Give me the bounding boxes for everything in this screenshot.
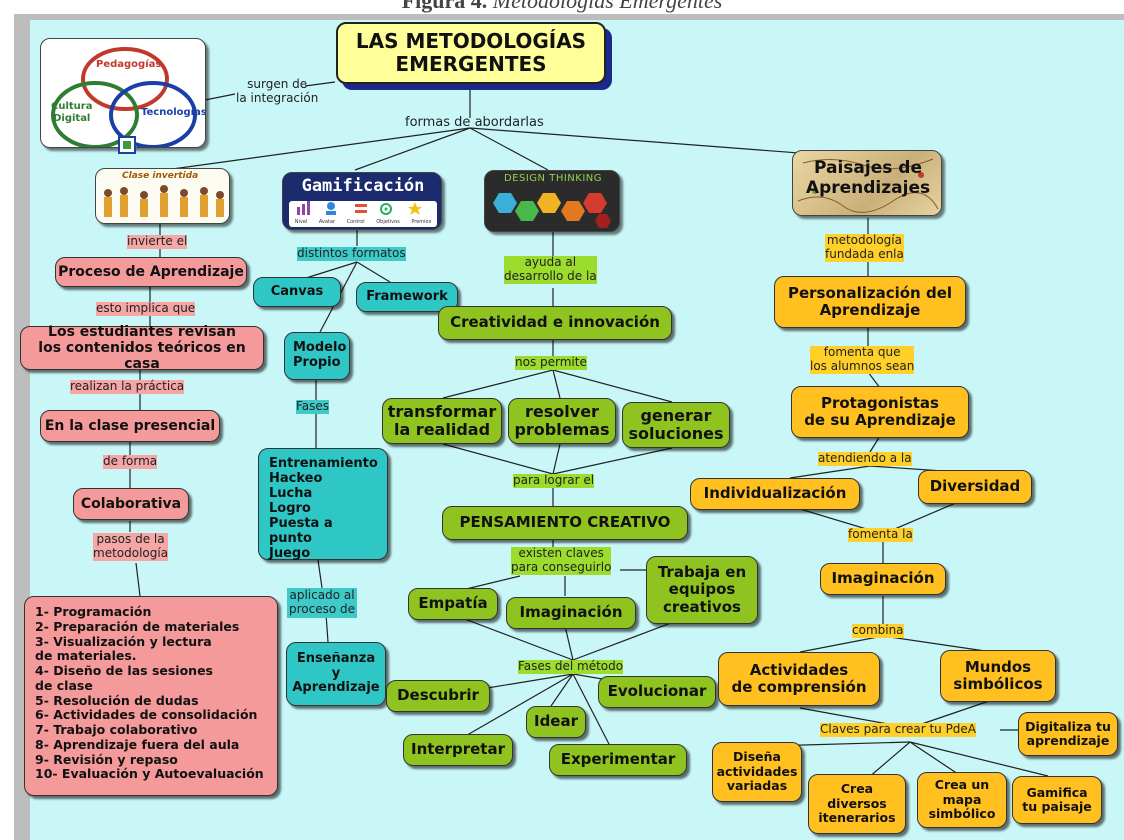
design-node-creatividad[interactable]: Creatividad e innovación [438, 306, 672, 340]
design-thinking-banner: DESIGN THINKING [484, 170, 620, 232]
paisajes-node-individualizacion[interactable]: Individualización [690, 478, 860, 510]
gamification-icons [297, 201, 422, 215]
gamification-label-1: distintos formatos [297, 246, 406, 261]
design-node-trabaja[interactable]: Trabaja en equipos creativos [646, 556, 758, 624]
design-label-4: existen claves para conseguirlo [511, 546, 612, 575]
venn-label-cultura: Cultura Digital [51, 101, 93, 124]
flipped-node-estudiantes[interactable]: Los estudiantes revisan los contenidos t… [20, 324, 264, 372]
flipped-node-clase-presencial[interactable]: En la clase presencial [40, 410, 220, 442]
venn-label-tecnologias: Tecnologías [141, 107, 206, 118]
gamification-title: Gamificación [301, 176, 425, 196]
flipped-image-title: Clase invertida [122, 171, 199, 181]
design-node-descubrir[interactable]: Descubrir [386, 680, 490, 712]
venn-diagram-image: Pedagogías Cultura Digital Tecnologías [40, 38, 206, 148]
design-label-5: Fases del método [518, 659, 624, 674]
design-node-pensamiento[interactable]: PENSAMIENTO CREATIVO [442, 506, 688, 540]
venn-circles [51, 47, 197, 147]
branch-label: formas de abordarlas [405, 115, 544, 130]
flipped-label-1: invierte el [127, 234, 188, 249]
people-illustration [104, 185, 224, 217]
root-node[interactable]: LAS METODOLOGÍAS EMERGENTES [336, 22, 606, 84]
gamification-icon-label-3: Control [346, 219, 365, 225]
design-node-resolver[interactable]: resolver problemas [508, 398, 616, 444]
gamification-icon-label-1: Nivel [294, 219, 308, 225]
gamification-label-fases: Fases [296, 399, 330, 414]
design-node-interpretar[interactable]: Interpretar [403, 734, 513, 766]
gamification-banner: Gamificación Nivel Avatar Control Objetivos… [282, 172, 442, 230]
design-thinking-title: DESIGN THINKING [503, 173, 603, 184]
design-node-empatia[interactable]: Empatía [408, 588, 498, 620]
gamification-node-ensenanza[interactable]: Enseñanza y Aprendizaje [286, 642, 386, 706]
flipped-node-proceso[interactable]: Proceso de Aprendizaje [55, 257, 247, 287]
paisajes-label-4: fomenta la [848, 527, 913, 542]
venn-link-label: surgen de la integración [236, 77, 319, 105]
paisajes-node-mundos[interactable]: Mundos simbólicos [940, 650, 1056, 702]
design-node-evolucionar[interactable]: Evolucionar [598, 676, 716, 708]
paisajes-label-3: atendiendo a la [818, 451, 912, 466]
design-node-imaginacion[interactable]: Imaginación [506, 597, 636, 629]
gamification-node-phases[interactable]: Entrenamiento Hackeo Lucha Logro Puesta … [258, 448, 388, 561]
paisajes-node-actividades[interactable]: Actividades de comprensión [718, 652, 880, 706]
paisajes-node-crea-diversos[interactable]: Crea diversos itenerarios [808, 774, 906, 834]
caption-title: Metodologías Emergentes [492, 0, 723, 13]
paisajes-label-2: fomenta que los alumnos sean [810, 345, 915, 374]
flipped-classroom-image: Clase invertida [95, 168, 230, 224]
gamification-icon-label-4: Objetivos [376, 219, 400, 225]
design-node-generar[interactable]: generar soluciones [622, 402, 730, 448]
venn-label-pedagogias: Pedagogías [96, 59, 162, 70]
caption-label: Figura 4. [401, 0, 488, 13]
paisajes-node-personalizacion[interactable]: Personalización del Aprendizaje [774, 276, 966, 328]
paisajes-node-imaginacion[interactable]: Imaginación [820, 563, 946, 595]
flipped-label-2: esto implica que [96, 301, 196, 316]
design-label-3: para lograr el [513, 473, 595, 488]
design-node-transformar[interactable]: transformar la realidad [382, 398, 502, 444]
paisajes-node-protagonistas[interactable]: Protagonistas de su Aprendizaje [791, 386, 969, 438]
image-thumbnail-icon[interactable] [118, 136, 136, 154]
gamification-icon-label-2: Avatar [318, 219, 336, 225]
paisajes-node-diversidad[interactable]: Diversidad [918, 470, 1032, 504]
flipped-label-3: realizan la práctica [70, 379, 185, 394]
flipped-node-colaborativa[interactable]: Colaborativa [73, 488, 189, 520]
paisajes-node-gamifica[interactable]: Gamifica tu paisaje [1012, 776, 1102, 824]
design-label-2: nos permite [515, 355, 587, 370]
paisajes-banner: Paisajes de Aprendizajes [792, 150, 942, 216]
paisajes-node-crea-mapa[interactable]: Crea un mapa simbólico [917, 772, 1007, 828]
design-node-idear[interactable]: Idear [526, 706, 586, 738]
paisajes-label-5: combina [852, 623, 904, 638]
paisajes-map-doodles [797, 158, 939, 213]
paisajes-label-6: Claves para crear tu PdeA [820, 722, 977, 737]
design-label-1: ayuda al desarrollo de la [504, 255, 597, 284]
paisajes-label-1: metodología fundada enla [825, 233, 904, 262]
flipped-steps-list[interactable]: 1- Programación 2- Preparación de materi… [24, 596, 278, 796]
gamification-node-modelo[interactable]: Modelo Propio [284, 332, 350, 380]
flipped-label-5: pasos de la metodología [93, 532, 169, 561]
design-node-experimentar[interactable]: Experimentar [549, 744, 687, 776]
gamification-icon-label-5: Premios [411, 219, 432, 225]
gamification-node-canvas[interactable]: Canvas [253, 277, 341, 307]
paisajes-title: Paisajes de Aprendizajes [805, 158, 931, 198]
design-thinking-hexagons [493, 193, 611, 228]
paisajes-node-disena[interactable]: Diseña actividades variadas [712, 742, 802, 802]
gamification-label-aplicado: aplicado al proceso de [287, 588, 358, 618]
paisajes-node-digitaliza[interactable]: Digitaliza tu aprendizaje [1018, 712, 1118, 756]
flipped-label-4: de forma [103, 454, 158, 469]
figure-caption: Figura 4. Metodologías Emergentes [0, 0, 1124, 14]
